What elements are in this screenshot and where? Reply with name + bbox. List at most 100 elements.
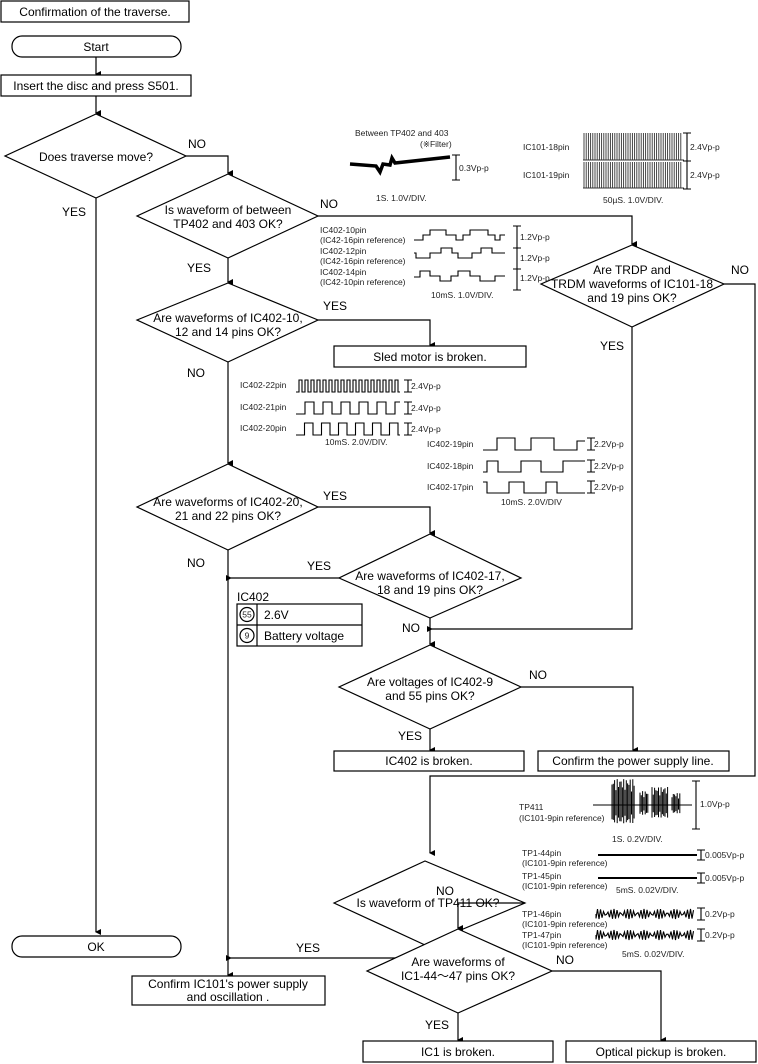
label-yes: YES <box>398 729 422 743</box>
svg-text:Insert the disc and press S501: Insert the disc and press S501. <box>13 79 178 93</box>
svg-text:50µS. 1.0V/DIV.: 50µS. 1.0V/DIV. <box>603 195 663 205</box>
waveform-tp411: TP411 (IC101-9pin reference) 1.0Vp-p 1S.… <box>519 779 730 844</box>
svg-text:2.4Vp-p: 2.4Vp-p <box>411 424 441 434</box>
svg-text:Are waveforms of IC402-17,: Are waveforms of IC402-17, <box>355 569 504 583</box>
label-yes: YES <box>600 339 624 353</box>
svg-text:Are waveforms of IC402-20,: Are waveforms of IC402-20, <box>153 495 302 509</box>
label-no: NO <box>320 197 338 211</box>
svg-text:Is waveform of TP411 OK?: Is waveform of TP411 OK? <box>357 896 500 910</box>
svg-text:IC402-20pin: IC402-20pin <box>240 423 287 433</box>
svg-text:and 19 pins OK?: and 19 pins OK? <box>587 291 677 305</box>
svg-text:5mS. 0.02V/DIV.: 5mS. 0.02V/DIV. <box>616 885 679 895</box>
power-supply-line-box: Confirm the power supply line. <box>537 750 730 772</box>
label-no: NO <box>187 366 205 380</box>
svg-text:Are TRDP and: Are TRDP and <box>593 263 671 277</box>
svg-text:Are waveforms of: Are waveforms of <box>411 955 505 969</box>
svg-text:2.2Vp-p: 2.2Vp-p <box>594 461 624 471</box>
pin-9-circle <box>239 627 255 644</box>
svg-text:TRDM waveforms of IC101-18: TRDM waveforms of IC101-18 <box>551 277 713 291</box>
decision-ic402-17-18-19: Are waveforms of IC402-17, 18 and 19 pin… <box>337 533 523 619</box>
svg-text:(IC101-9pin reference): (IC101-9pin reference) <box>519 813 605 823</box>
svg-text:10mS. 1.0V/DIV.: 10mS. 1.0V/DIV. <box>431 290 494 300</box>
title-text: Confirmation of the traverse. <box>19 5 170 19</box>
waveform-tp402-403: Between TP402 and 403 (※Filter) 0.3Vp-p … <box>349 128 489 203</box>
label-no: NO <box>187 556 205 570</box>
svg-text:1S. 1.0V/DIV.: 1S. 1.0V/DIV. <box>376 193 427 203</box>
label-yes: YES <box>323 489 347 503</box>
svg-text:Battery voltage: Battery voltage <box>264 629 344 643</box>
svg-text:IC402-21pin: IC402-21pin <box>240 402 287 412</box>
waveform-tp1-46-47: TP1-46pin (IC101-9pin reference) TP1-47p… <box>522 907 735 959</box>
svg-text:IC402-17pin: IC402-17pin <box>427 482 474 492</box>
ic402-voltage-table: IC402 55 2.6V 9 Battery voltage <box>236 590 363 647</box>
decision-ic402-10-12-14: Are waveforms of IC402-10, 12 and 14 pin… <box>135 282 320 363</box>
start-terminal: Start <box>11 35 182 58</box>
svg-text:IC101-18pin: IC101-18pin <box>523 142 570 152</box>
sled-motor-broken-box: Sled motor is broken. <box>333 345 527 368</box>
label-no: NO <box>436 884 454 898</box>
svg-text:2.6V: 2.6V <box>264 608 289 622</box>
svg-text:2.2Vp-p: 2.2Vp-p <box>594 482 624 492</box>
svg-text:IC402 is broken.: IC402 is broken. <box>385 754 472 768</box>
svg-text:(IC42-16pin reference): (IC42-16pin reference) <box>320 256 406 266</box>
waveform-ic402-17-18-19: IC402-19pin IC402-18pin IC402-17pin 2.2V… <box>427 437 624 507</box>
svg-text:TP411: TP411 <box>519 802 544 812</box>
ic101-pulse-lines <box>583 133 684 189</box>
svg-text:10mS. 2.0V/DIV: 10mS. 2.0V/DIV <box>501 497 562 507</box>
svg-text:(IC101-9pin reference): (IC101-9pin reference) <box>522 858 608 868</box>
svg-text:2.2Vp-p: 2.2Vp-p <box>594 439 624 449</box>
svg-text:(IC101-9pin reference): (IC101-9pin reference) <box>522 881 608 891</box>
label-yes: YES <box>296 941 320 955</box>
svg-text:Between TP402 and 403: Between TP402 and 403 <box>355 128 449 138</box>
svg-text:55: 55 <box>242 610 252 620</box>
label-yes: YES <box>307 559 331 573</box>
svg-text:(※Filter): (※Filter) <box>420 139 452 149</box>
decision-ic402-voltages: Are voltages of IC402-9 and 55 pins OK? <box>337 644 523 730</box>
svg-text:and oscillation .: and oscillation . <box>187 990 270 1004</box>
svg-text:TP1-45pin: TP1-45pin <box>522 871 561 881</box>
svg-text:12 and 14 pins OK?: 12 and 14 pins OK? <box>175 325 281 339</box>
svg-text:IC402-10pin: IC402-10pin <box>320 225 367 235</box>
label-no: NO <box>402 621 420 635</box>
ic1-broken-box: IC1 is broken. <box>362 1040 554 1063</box>
decision-traverse-move: Does traverse move? <box>3 113 188 199</box>
svg-text:IC1-44〜47 pins OK?: IC1-44〜47 pins OK? <box>401 969 515 983</box>
tp411-burst <box>611 779 681 824</box>
label-no: NO <box>529 668 547 682</box>
svg-text:TP1-44pin: TP1-44pin <box>522 848 561 858</box>
svg-text:0.005Vp-p: 0.005Vp-p <box>705 850 744 860</box>
confirm-ic101-box: Confirm IC101's power supply and oscilla… <box>131 975 326 1006</box>
waveform-ic101-18-19: IC101-18pin IC101-18pin 2.4Vp-p 2.4Vp-p … <box>523 132 720 205</box>
label-no: NO <box>188 137 206 151</box>
svg-text:5mS. 0.02V/DIV.: 5mS. 0.02V/DIV. <box>622 949 685 959</box>
svg-text:Confirm IC101's power supply: Confirm IC101's power supply <box>148 977 308 991</box>
svg-text:Are waveforms of IC402-10,: Are waveforms of IC402-10, <box>153 311 302 325</box>
svg-text:Does traverse move?: Does traverse move? <box>39 150 153 164</box>
decision-tp402-waveform: Is waveform of between TP402 and 403 OK? <box>135 173 320 259</box>
svg-text:(IC42-10pin reference): (IC42-10pin reference) <box>320 277 406 287</box>
svg-text:IC402-22pin: IC402-22pin <box>240 380 287 390</box>
decision-ic1-44-47: Are waveforms of IC1-44〜47 pins OK? <box>365 928 554 1014</box>
decision-ic402-20-21-22: Are waveforms of IC402-20, 21 and 22 pin… <box>135 463 320 551</box>
label-yes: YES <box>323 299 347 313</box>
svg-text:21 and 22 pins OK?: 21 and 22 pins OK? <box>175 509 281 523</box>
insert-disc-box: Insert the disc and press S501. <box>0 74 192 97</box>
svg-text:Start: Start <box>83 40 109 54</box>
label-yes: YES <box>187 261 211 275</box>
svg-text:IC402-14pin: IC402-14pin <box>320 267 367 277</box>
waveform-ic402-10-12-14: IC402-10pin (IC42-16pin reference) IC402… <box>320 225 550 300</box>
svg-text:0.3Vp-p: 0.3Vp-p <box>459 163 489 173</box>
svg-text:OK: OK <box>87 940 104 954</box>
decision-tp411-waveform: Is waveform of TP411 OK? <box>332 860 527 946</box>
label-no: NO <box>731 263 749 277</box>
tp411-burst-lines <box>611 779 681 824</box>
waveform-tp1-44-45: TP1-44pin (IC101-9pin reference) TP1-45p… <box>522 848 744 895</box>
svg-text:IC1 is broken.: IC1 is broken. <box>421 1045 495 1059</box>
decision-trdp-trdm: Are TRDP and TRDM waveforms of IC101-18 … <box>539 244 726 328</box>
svg-text:1.0Vp-p: 1.0Vp-p <box>700 799 730 809</box>
svg-text:0.005Vp-p: 0.005Vp-p <box>705 873 744 883</box>
svg-text:1.2Vp-p: 1.2Vp-p <box>520 273 550 283</box>
pin-55-circle <box>239 606 255 623</box>
svg-text:1S. 0.2V/DIV.: 1S. 0.2V/DIV. <box>612 834 663 844</box>
